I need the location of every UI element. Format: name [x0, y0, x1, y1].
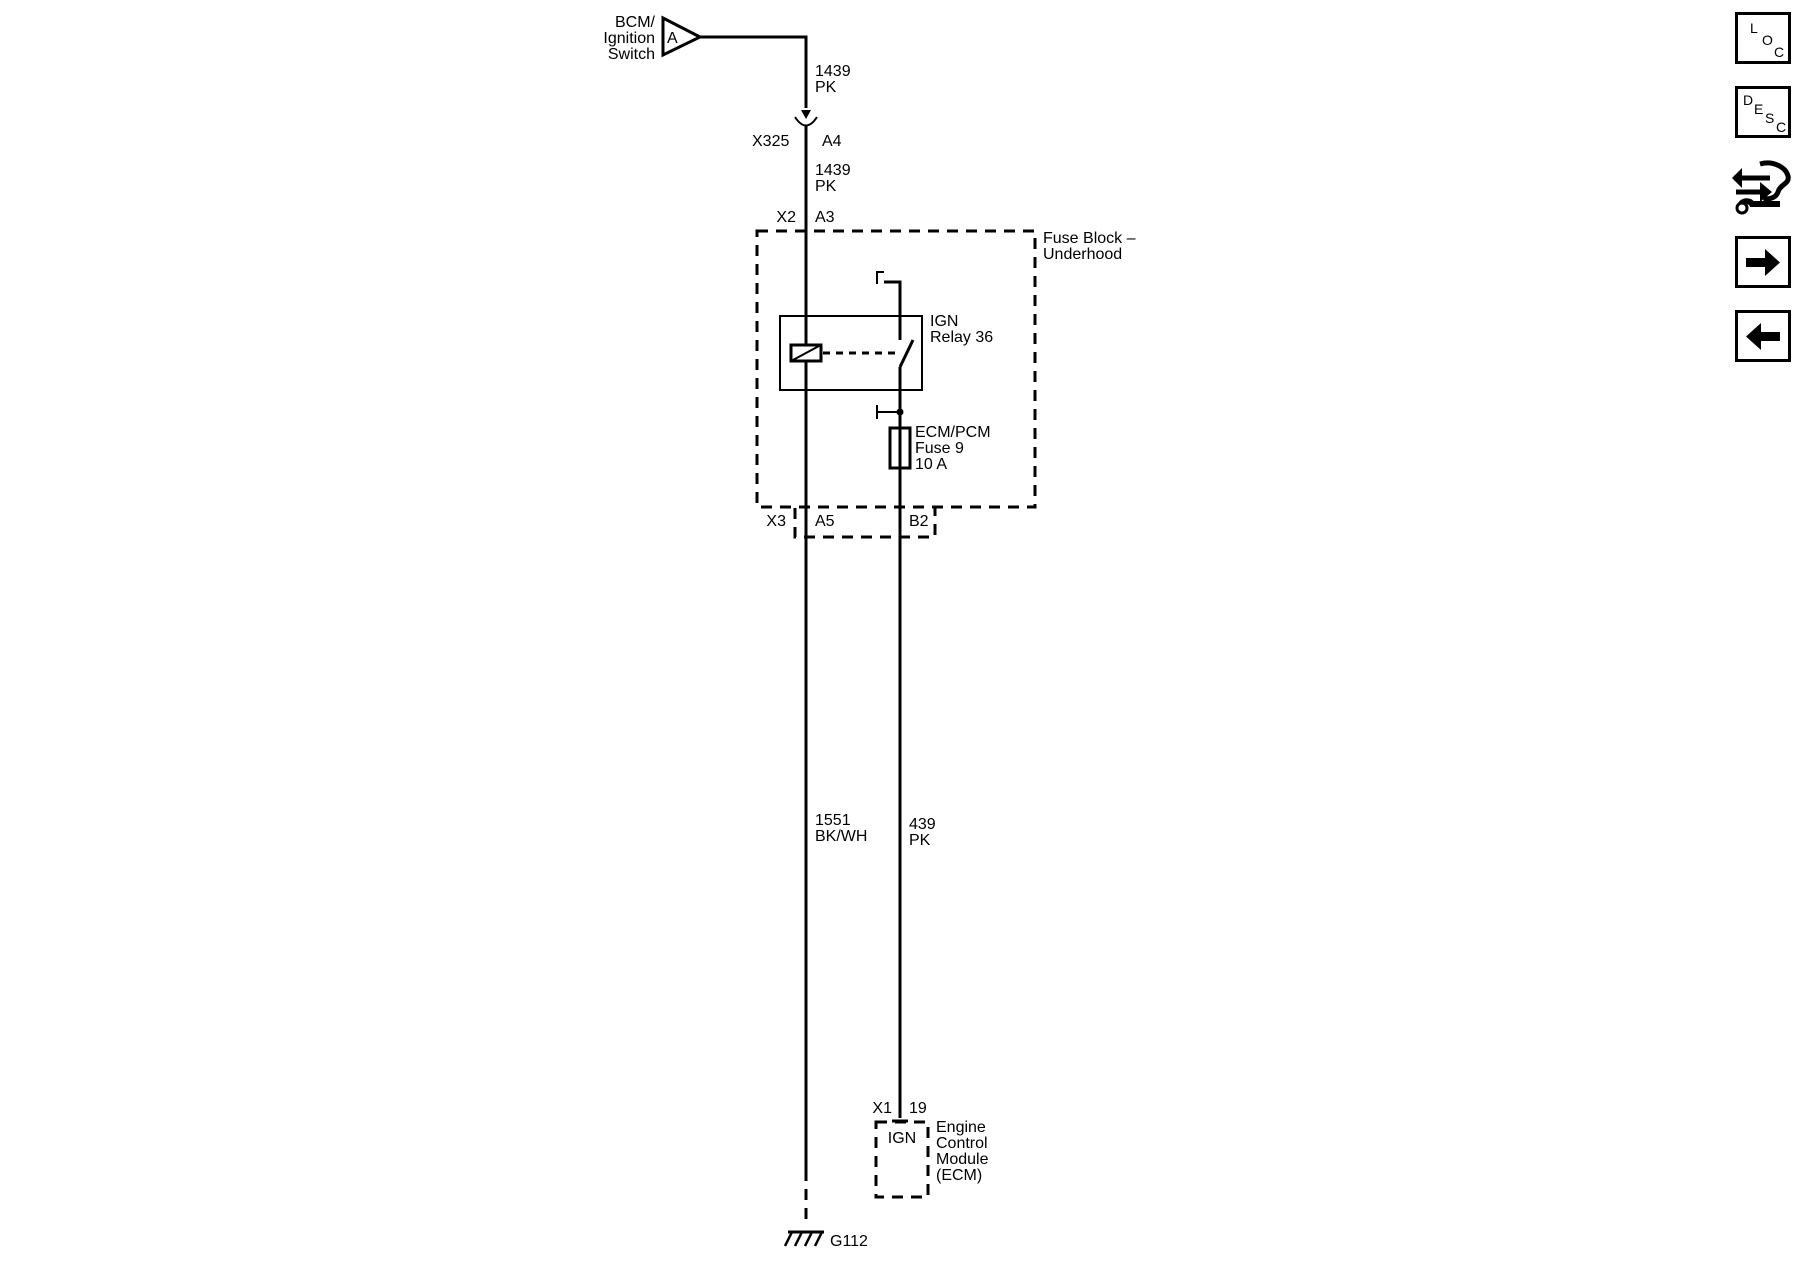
ecm-pin-label: IGN: [888, 1130, 916, 1147]
ground-g112-icon: [783, 1230, 824, 1247]
ecm-body: [874, 1120, 930, 1199]
connector-x3: X3 A5 B2: [766, 508, 937, 539]
desc-letter-c: C: [1776, 119, 1787, 135]
connector-x1-name: X1: [872, 1100, 892, 1117]
wrench-connector-icon: [1732, 160, 1791, 215]
tools-button[interactable]: [1730, 154, 1794, 218]
relay-label-line-1: IGN: [930, 313, 958, 330]
loc-letter-c: C: [1774, 44, 1785, 60]
wire-1439-upper-circuit: 1439: [815, 63, 851, 80]
relay-bus-terminal-bottom: [876, 405, 900, 419]
connector-x325-pin: A4: [822, 133, 842, 150]
fuse-block-label-line-2: Underhood: [1043, 246, 1122, 263]
wire-1439-upper-color: PK: [815, 79, 837, 96]
connector-x325-name: X325: [752, 133, 789, 150]
prev-button[interactable]: [1735, 310, 1791, 362]
ign-relay-36: IGN Relay 36: [779, 313, 993, 391]
connector-x1-pin: 19: [909, 1100, 927, 1117]
relay-label-line-2: Relay 36: [930, 329, 993, 346]
source-triangle-icon: [661, 15, 704, 58]
desc-button[interactable]: D E S C: [1735, 86, 1791, 138]
source-bcm-ignition-switch: BCM/ Ignition Switch A: [603, 14, 704, 63]
desc-letter-e: E: [1754, 101, 1764, 117]
relay-body: [779, 315, 923, 391]
ecm-label-line-1: Engine: [936, 1119, 986, 1136]
fuse-block-underhood: [755, 229, 1037, 509]
loc-letter-l: L: [1750, 20, 1758, 36]
wire-1439-lower-color: PK: [815, 178, 837, 195]
source-connector-letter: A: [667, 30, 678, 47]
relay-feed-wire: [884, 280, 902, 340]
connector-x2-name: X2: [776, 209, 796, 226]
arrow-right-icon: [1746, 249, 1780, 276]
wire-1439-lower-circuit: 1439: [815, 162, 851, 179]
connector-x3-pin-b: B2: [909, 513, 929, 530]
ecm-label-line-4: (ECM): [936, 1167, 982, 1184]
fuse-label-line-2: Fuse 9: [915, 440, 964, 457]
source-label-line-2: Ignition: [603, 30, 655, 47]
wire-439-circuit: 439: [909, 816, 936, 833]
desc-letter-s: S: [1765, 110, 1775, 126]
fuse-label-line-1: ECM/PCM: [915, 424, 991, 441]
relay-bus-terminal-top: [876, 271, 884, 284]
connector-x325: X325 A4: [752, 110, 842, 150]
connector-x3-name: X3: [766, 513, 786, 530]
connector-x3-pin-a: A5: [815, 513, 835, 530]
loc-letter-o: O: [1762, 32, 1773, 48]
loc-button[interactable]: L O C: [1735, 12, 1791, 64]
relay-switch-contact-icon: [898, 339, 915, 368]
wire-1551-color: BK/WH: [815, 828, 867, 845]
engine-control-module: X1 19 IGN Engine Control Module (ECM): [872, 1100, 989, 1199]
fuse-block-label-line-1: Fuse Block –: [1043, 230, 1136, 247]
fuse-label-line-3: 10 A: [915, 456, 947, 473]
ecm-label-line-3: Module: [936, 1151, 989, 1168]
source-label-line-1: BCM/: [615, 14, 656, 31]
next-button[interactable]: [1735, 236, 1791, 288]
connector-x2-pin: A3: [815, 209, 835, 226]
ecm-label-line-2: Control: [936, 1135, 988, 1152]
desc-letter-d: D: [1743, 92, 1754, 108]
source-label-line-3: Switch: [608, 46, 655, 63]
wire-439-color: PK: [909, 832, 931, 849]
wire-1439-upper: [700, 35, 808, 108]
ground-label: G112: [830, 1233, 868, 1250]
wire-1551-circuit: 1551: [815, 812, 851, 829]
arrow-left-icon: [1746, 323, 1780, 350]
